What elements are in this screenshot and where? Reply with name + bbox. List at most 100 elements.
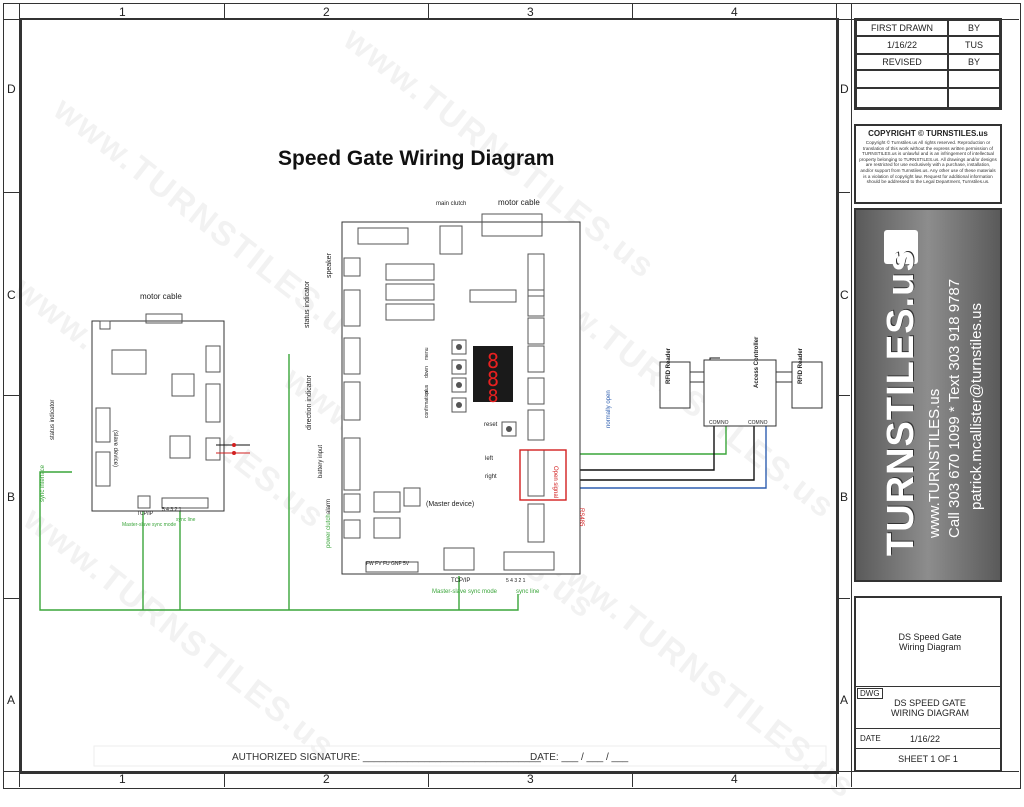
grid-row-b: B bbox=[7, 490, 16, 504]
tick bbox=[3, 598, 19, 599]
tick bbox=[3, 192, 19, 193]
slave-sync-mode-label: Master-slave sync mode bbox=[122, 522, 177, 528]
svg-text:8: 8 bbox=[487, 367, 499, 391]
slave-pins-label: 5 4 3 2 1 bbox=[162, 507, 182, 513]
confirmation-button-label: confirmation bbox=[424, 390, 430, 418]
reset-label: reset bbox=[484, 422, 498, 428]
grid-row-c: C bbox=[7, 288, 16, 302]
rfid-reader-right: RFID Reader bbox=[798, 347, 804, 384]
grid-col-1-bottom: 1 bbox=[119, 772, 126, 786]
revision-row bbox=[948, 88, 1000, 108]
slave-sync-line-label: sync line bbox=[176, 517, 196, 523]
dwg-title: DS SPEED GATE WIRING DIAGRAM bbox=[891, 698, 969, 718]
date-label: DATE bbox=[860, 734, 881, 743]
tick bbox=[3, 395, 19, 396]
first-drawn-header: FIRST DRAWN bbox=[856, 20, 948, 36]
access-controller-label: Access Controller bbox=[754, 336, 760, 388]
turnstile-logo-icon bbox=[884, 230, 918, 264]
grid-row-a-right: A bbox=[840, 693, 849, 707]
grid-row-d-right: D bbox=[840, 82, 849, 96]
master-board: 8 8 8 bbox=[341, 213, 581, 575]
menu-button-label: menu bbox=[424, 347, 430, 360]
com-left: COM bbox=[709, 420, 721, 426]
status-indicator-label: status indicator bbox=[304, 280, 311, 328]
normally-open-label: normally open bbox=[606, 390, 612, 428]
grid-row-a: A bbox=[7, 693, 16, 707]
drawn-by: TUS bbox=[948, 36, 1000, 54]
copyright-title: COPYRIGHT © TURNSTILES.us bbox=[868, 129, 988, 138]
brand-panel: TURNSTILES.us www.TURNSTILES.us Call 303… bbox=[854, 208, 1002, 582]
grid-col-3: 3 bbox=[527, 5, 534, 19]
authorized-signature: AUTHORIZED SIGNATURE: __________________… bbox=[232, 752, 541, 763]
tick bbox=[836, 395, 850, 396]
master-device-label: (Master device) bbox=[426, 501, 475, 508]
date-value: 1/16/22 bbox=[910, 734, 941, 744]
brand-phone: Call 303 670 1099 * Text 303 918 9787 bbox=[946, 278, 963, 538]
tick bbox=[836, 192, 850, 193]
down-button-label: down bbox=[424, 366, 430, 378]
divider bbox=[856, 728, 1000, 729]
rs485-label: RS485 bbox=[578, 508, 584, 527]
dwg-label: DWG bbox=[857, 688, 883, 699]
copyright-text: Copyright © Turnstiles.us All rights res… bbox=[859, 140, 997, 185]
master-slave-sync-label: Master-slave sync mode bbox=[432, 589, 498, 595]
revision-row bbox=[948, 70, 1000, 88]
master-motor-cable: motor cable bbox=[498, 198, 540, 207]
grid-col-4-bottom: 4 bbox=[731, 772, 738, 786]
project-title: DS Speed Gate Wiring Diagram bbox=[898, 632, 962, 652]
green-sync-wires bbox=[39, 354, 727, 611]
battery-input-label: battery input bbox=[318, 444, 324, 478]
tick bbox=[428, 771, 429, 787]
alarm-label: alarm bbox=[326, 498, 332, 514]
signature-date: DATE: ___ / ___ / ___ bbox=[530, 752, 629, 763]
brand-website: www.TURNSTILES.us bbox=[926, 388, 943, 538]
outer-border bbox=[3, 3, 1021, 789]
svg-text:8: 8 bbox=[487, 349, 499, 373]
revised-header: REVISED bbox=[856, 54, 948, 70]
signal-wires bbox=[560, 357, 767, 489]
grid-col-1: 1 bbox=[119, 5, 126, 19]
grid-row-b-right: B bbox=[840, 490, 849, 504]
tick bbox=[224, 3, 225, 19]
tick bbox=[632, 3, 633, 19]
rfid-reader-left: RFID Reader bbox=[666, 347, 672, 384]
grid-row-d: D bbox=[7, 82, 16, 96]
pins-fw-label: FW FV FU GNF 5V bbox=[366, 561, 410, 567]
divider bbox=[856, 686, 1000, 687]
open-signal-label: Open signal bbox=[552, 466, 558, 499]
copyright-box: COPYRIGHT © TURNSTILES.us Copyright © Tu… bbox=[854, 124, 1002, 204]
divider bbox=[856, 748, 1000, 749]
grid-col-2-bottom: 2 bbox=[323, 772, 330, 786]
power-clutch-label: power clutch bbox=[326, 514, 332, 548]
grid-row-c-right: C bbox=[840, 288, 849, 302]
main-clutch-label: main clutch bbox=[436, 201, 467, 207]
sync-line-label: sync line bbox=[516, 589, 540, 595]
grid-col-2: 2 bbox=[323, 5, 330, 19]
left-grid-strip bbox=[3, 3, 20, 787]
grid-col-3-bottom: 3 bbox=[527, 772, 534, 786]
left-label: left bbox=[485, 456, 494, 462]
slave-status-indicator-label: status indicator bbox=[50, 399, 56, 440]
wiring-diagram: 8 8 8 bbox=[39, 213, 827, 767]
tick bbox=[224, 771, 225, 787]
access-controller-box bbox=[659, 359, 823, 427]
pins-motor-label: 5 4 3 2 1 bbox=[506, 578, 526, 584]
first-drawn-date: 1/16/22 bbox=[856, 36, 948, 54]
bottom-grid-strip bbox=[3, 771, 1019, 788]
sheet-label: SHEET 1 OF 1 bbox=[898, 754, 958, 764]
slave-device-label: (slave device) bbox=[112, 430, 118, 468]
no-left: NO bbox=[721, 420, 729, 426]
tcpip-label: TCP/IP bbox=[451, 578, 471, 584]
slave-sync-interface-label: sync interface bbox=[40, 464, 46, 502]
no-right: NO bbox=[760, 420, 768, 426]
brand-logo-text: TURNSTILES.us bbox=[880, 249, 922, 556]
grid-col-4: 4 bbox=[731, 5, 738, 19]
slave-motor-cable: motor cable bbox=[140, 292, 182, 301]
by-header: BY bbox=[948, 20, 1000, 36]
com-right: COM bbox=[748, 420, 760, 426]
brand-email: patrick.mcallister@turnstiles.us bbox=[968, 303, 985, 510]
tick bbox=[836, 598, 850, 599]
tick bbox=[632, 771, 633, 787]
diagram-title: Speed Gate Wiring Diagram bbox=[278, 147, 555, 170]
revision-row bbox=[856, 88, 948, 108]
